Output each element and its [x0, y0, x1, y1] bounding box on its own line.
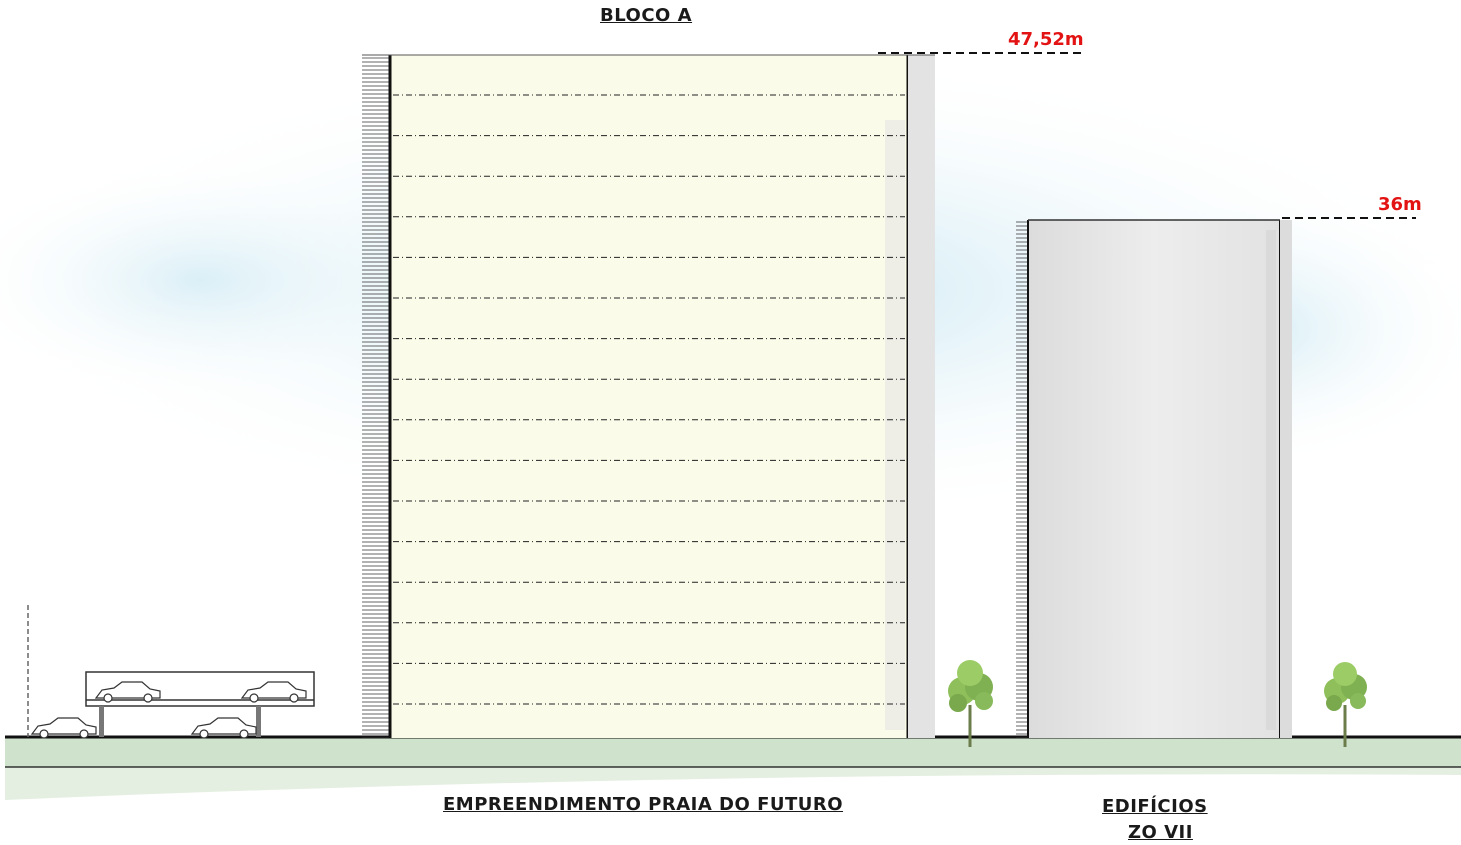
ground: [5, 735, 1461, 800]
height-label-bloco-a: 47,52m: [1008, 29, 1084, 50]
building-zo-vii: [1016, 219, 1292, 738]
title-bloco-a: BLOCO A: [600, 5, 693, 26]
tree-icon: [948, 660, 993, 747]
neighbor-buildings-label-line1: EDIFÍCIOS: [1102, 796, 1208, 817]
neighbor-buildings-label-line2: ZO VII: [1128, 822, 1193, 843]
car-icon: [94, 681, 161, 703]
floor-lines: [393, 94, 905, 705]
development-label: EMPREENDIMENTO PRAIA DO FUTURO: [443, 794, 844, 815]
tree-icon: [1324, 662, 1367, 747]
car-icon: [30, 717, 97, 739]
height-label-zo-vii: 36m: [1378, 194, 1422, 215]
car-icon: [190, 717, 257, 739]
building-bloco-a: [362, 54, 935, 738]
parking-structure: [27, 605, 315, 739]
car-icon: [240, 681, 307, 703]
